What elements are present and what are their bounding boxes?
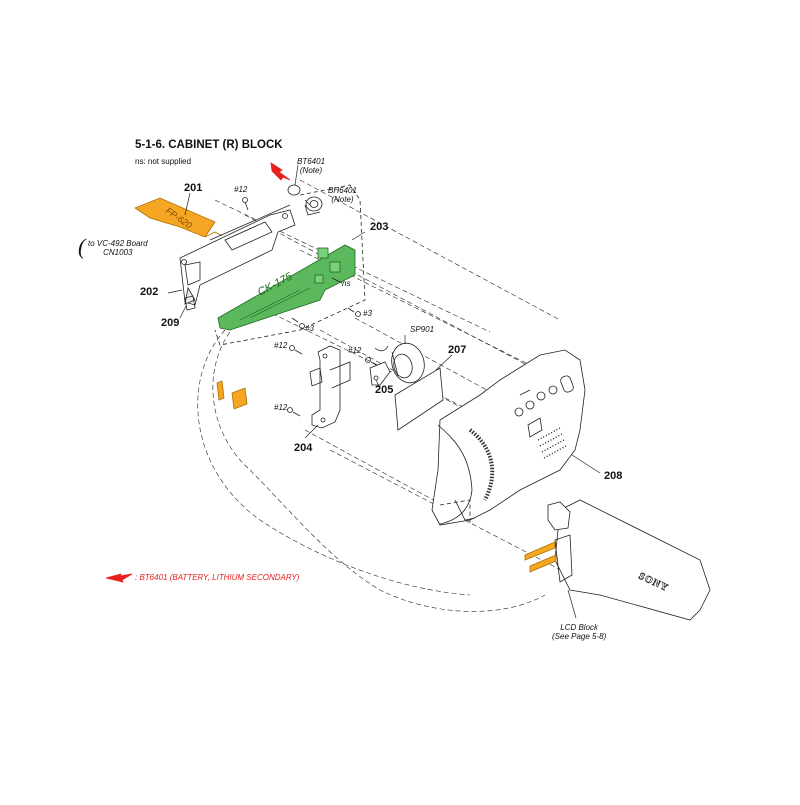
group-box-203 bbox=[214, 184, 366, 346]
screw-3-right-label: #3 bbox=[363, 309, 372, 318]
screw-icons bbox=[242, 197, 379, 417]
bt6401-line2: (Note) bbox=[299, 166, 323, 175]
vc-paren-icon: ( bbox=[78, 234, 86, 259]
sp901-label: SP901 bbox=[410, 325, 435, 334]
part-207-label: 207 bbox=[448, 344, 467, 356]
battery-legend-text: : BT6401 (BATTERY, LITHIUM SECONDARY) bbox=[135, 573, 300, 582]
part-203-label: 203 bbox=[370, 221, 389, 233]
battery-bt6401 bbox=[287, 184, 301, 196]
ck175-board bbox=[217, 244, 356, 331]
part-208-label: 208 bbox=[604, 470, 623, 482]
bh6401-callout: BH6401 (Note) bbox=[328, 187, 357, 204]
part-209 bbox=[184, 295, 196, 311]
ns-label: ns bbox=[342, 279, 351, 288]
part-202-label: 202 bbox=[140, 286, 159, 298]
leader-lines bbox=[167, 164, 601, 619]
vc-line2: CN1003 bbox=[103, 248, 133, 257]
screw-12-b-label: #12 bbox=[348, 346, 362, 355]
bh6401-line1: BH6401 bbox=[328, 186, 357, 195]
flex-piece-a bbox=[216, 380, 225, 401]
screw-12-top-label: #12 bbox=[234, 185, 248, 194]
vc-line1: to VC-492 Board bbox=[88, 239, 148, 248]
part-201-label: 201 bbox=[184, 182, 203, 194]
screw-12-a-label: #12 bbox=[274, 341, 288, 350]
bt6401-line1: BT6401 bbox=[297, 157, 326, 166]
holder-bh6401 bbox=[304, 196, 323, 216]
bracket-204 bbox=[309, 345, 351, 429]
lcd-line2: (See Page 5-8) bbox=[552, 632, 607, 641]
page-title: 5-1-6. CABINET (R) BLOCK bbox=[135, 139, 283, 151]
bt6401-callout: BT6401 (Note) bbox=[297, 158, 325, 175]
sheet-207 bbox=[394, 367, 444, 431]
not-supplied-note: ns: not supplied bbox=[135, 157, 192, 166]
bh6401-line2: (Note) bbox=[331, 195, 354, 204]
part-209-label: 209 bbox=[161, 317, 180, 329]
flex-piece-b bbox=[231, 387, 248, 410]
bracket-205 bbox=[369, 345, 391, 386]
bracket-202 bbox=[179, 204, 296, 306]
lcd-block bbox=[524, 499, 711, 621]
note-arrow-icon bbox=[270, 162, 291, 181]
screw-12-c-label: #12 bbox=[274, 403, 288, 412]
lcd-line1: LCD Block bbox=[560, 623, 599, 632]
part-204-label: 204 bbox=[294, 442, 313, 454]
screw-3-left-label: #3 bbox=[305, 324, 314, 333]
speaker-sp901 bbox=[391, 342, 425, 384]
part-205-label: 205 bbox=[375, 384, 394, 396]
cabinet-r-208 bbox=[431, 349, 586, 526]
flex-cable-201 bbox=[134, 197, 223, 238]
vc-board-callout: to VC-492 Board CN1003 bbox=[88, 240, 148, 257]
legend-arrow-icon bbox=[105, 573, 133, 583]
lcd-block-callout: LCD Block (See Page 5-8) bbox=[552, 624, 606, 641]
